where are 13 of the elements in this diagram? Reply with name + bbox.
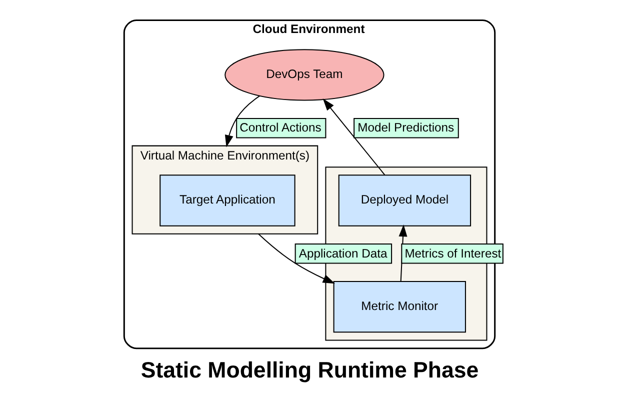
arrow xyxy=(398,224,408,282)
arrow xyxy=(258,234,336,284)
arrow xyxy=(322,98,386,176)
node-box: Deployed Model xyxy=(338,174,472,226)
edge-label: Metrics of Interest xyxy=(404,246,502,260)
arrow xyxy=(224,96,260,148)
edge-label: Application Data xyxy=(298,246,388,260)
edge-label: Model Predictions xyxy=(358,120,454,135)
edge-label: Control Actions xyxy=(240,120,322,135)
node-box: Target Application xyxy=(160,174,296,226)
node-box: Metric Monitor xyxy=(333,281,466,333)
caption: Static Modelling Runtime Phase xyxy=(140,357,479,382)
node-ellipse: DevOps Team xyxy=(224,49,384,101)
